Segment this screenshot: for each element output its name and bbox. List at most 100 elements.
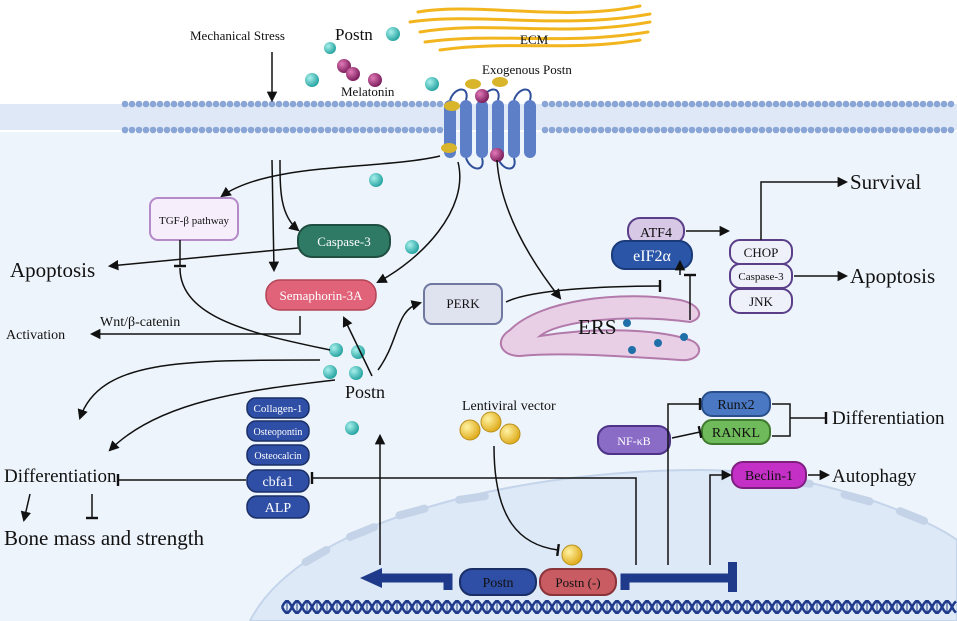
lipid-head [933,100,941,108]
lipid-head [807,100,815,108]
lipid-head [926,100,934,108]
lipid-head [261,100,269,108]
lipid-head [394,100,402,108]
lipid-head [317,100,325,108]
lipid-head [324,100,332,108]
exogenous-postn-label: Exogenous Postn [482,62,572,77]
mechanical-stress-label: Mechanical Stress [190,28,285,43]
lipid-head [597,100,605,108]
lipid-head [345,100,353,108]
lipid-head [870,100,878,108]
lipid-head [940,126,948,134]
differentiation-right-label: Differentiation [832,408,945,429]
beclin-label: Beclin-1 [745,469,793,484]
lipid-head [905,100,913,108]
lipid-head [352,126,360,134]
lipid-head [233,126,241,134]
lipid-head [940,100,948,108]
lipid-head [128,100,136,108]
lipid-head [401,126,409,134]
ecm-label: ECM [520,32,549,47]
lipid-head [828,100,836,108]
caspase3-left-node: Caspase-3 [297,224,391,258]
lipid-head [170,100,178,108]
lipid-head [555,100,563,108]
lipid-head [142,100,150,108]
lipid-head [919,100,927,108]
lipid-head [310,100,318,108]
lipid-head [345,126,353,134]
lipid-head [205,126,213,134]
lipid-head [198,126,206,134]
lentiviral-vector-icon [459,411,583,566]
beclin-node: Beclin-1 [731,461,807,489]
lipid-head [653,126,661,134]
lipid-head [835,100,843,108]
lipid-head [898,126,906,134]
cbfa1-label: cbfa1 [262,475,293,490]
repressor-bar-icon [620,562,737,592]
lipid-head [772,100,780,108]
marker-stack: Collagen-1 Osteopontin Osteocalcin cbfa1… [246,397,310,519]
lipid-head [128,126,136,134]
lipid-head [723,126,731,134]
lipid-head [156,100,164,108]
lipid-head [296,126,304,134]
lipid-head [772,126,780,134]
lipid-head [394,126,402,134]
lipid-head [702,100,710,108]
lipid-head [632,126,640,134]
lipid-head [429,126,437,134]
runx2-node: Runx2 [701,391,771,417]
lipid-head [639,126,647,134]
ers-label: ERS [578,315,617,339]
lipid-head [254,100,262,108]
lipid-head [828,126,836,134]
lipid-head [163,126,171,134]
lipid-head [282,126,290,134]
postn-top-label: Postn [335,25,373,44]
lipid-head [555,126,563,134]
rankl-node: RANKL [701,419,771,445]
lipid-head [821,100,829,108]
lipid-head [275,126,283,134]
lipid-head [737,100,745,108]
lipid-head [842,126,850,134]
lipid-head [653,100,661,108]
lipid-head [667,100,675,108]
caspase3-right-node: Caspase-3 [729,263,793,289]
lipid-head [135,126,143,134]
lipid-head [289,126,297,134]
lipid-head [240,126,248,134]
lipid-head [149,100,157,108]
lipid-head [807,126,815,134]
lipid-head [709,126,717,134]
lipid-head [247,100,255,108]
lipid-head [765,100,773,108]
lipid-head [667,126,675,134]
lipid-head [212,100,220,108]
er-icon [499,295,701,362]
lipid-head [835,126,843,134]
apoptosis-right-label: Apoptosis [850,264,935,288]
lipid-head [660,126,668,134]
lipid-head [604,126,612,134]
tgf-beta-label: TGF-β pathway [159,215,230,227]
postn-mid-label: Postn [345,382,385,402]
differentiation-left-label: Differentiation [4,466,117,487]
lipid-head [786,126,794,134]
lipid-head [366,126,374,134]
lipid-head [695,100,703,108]
lipid-head [611,100,619,108]
lipid-head [618,100,626,108]
lipid-head [352,100,360,108]
lipid-head [765,126,773,134]
lipid-head [268,100,276,108]
dna-helix-icon [280,600,957,614]
lipid-head [191,100,199,108]
lipid-head [205,100,213,108]
dna-strand [280,600,957,614]
lipid-head [212,126,220,134]
lipid-head [758,100,766,108]
lipid-head [254,126,262,134]
